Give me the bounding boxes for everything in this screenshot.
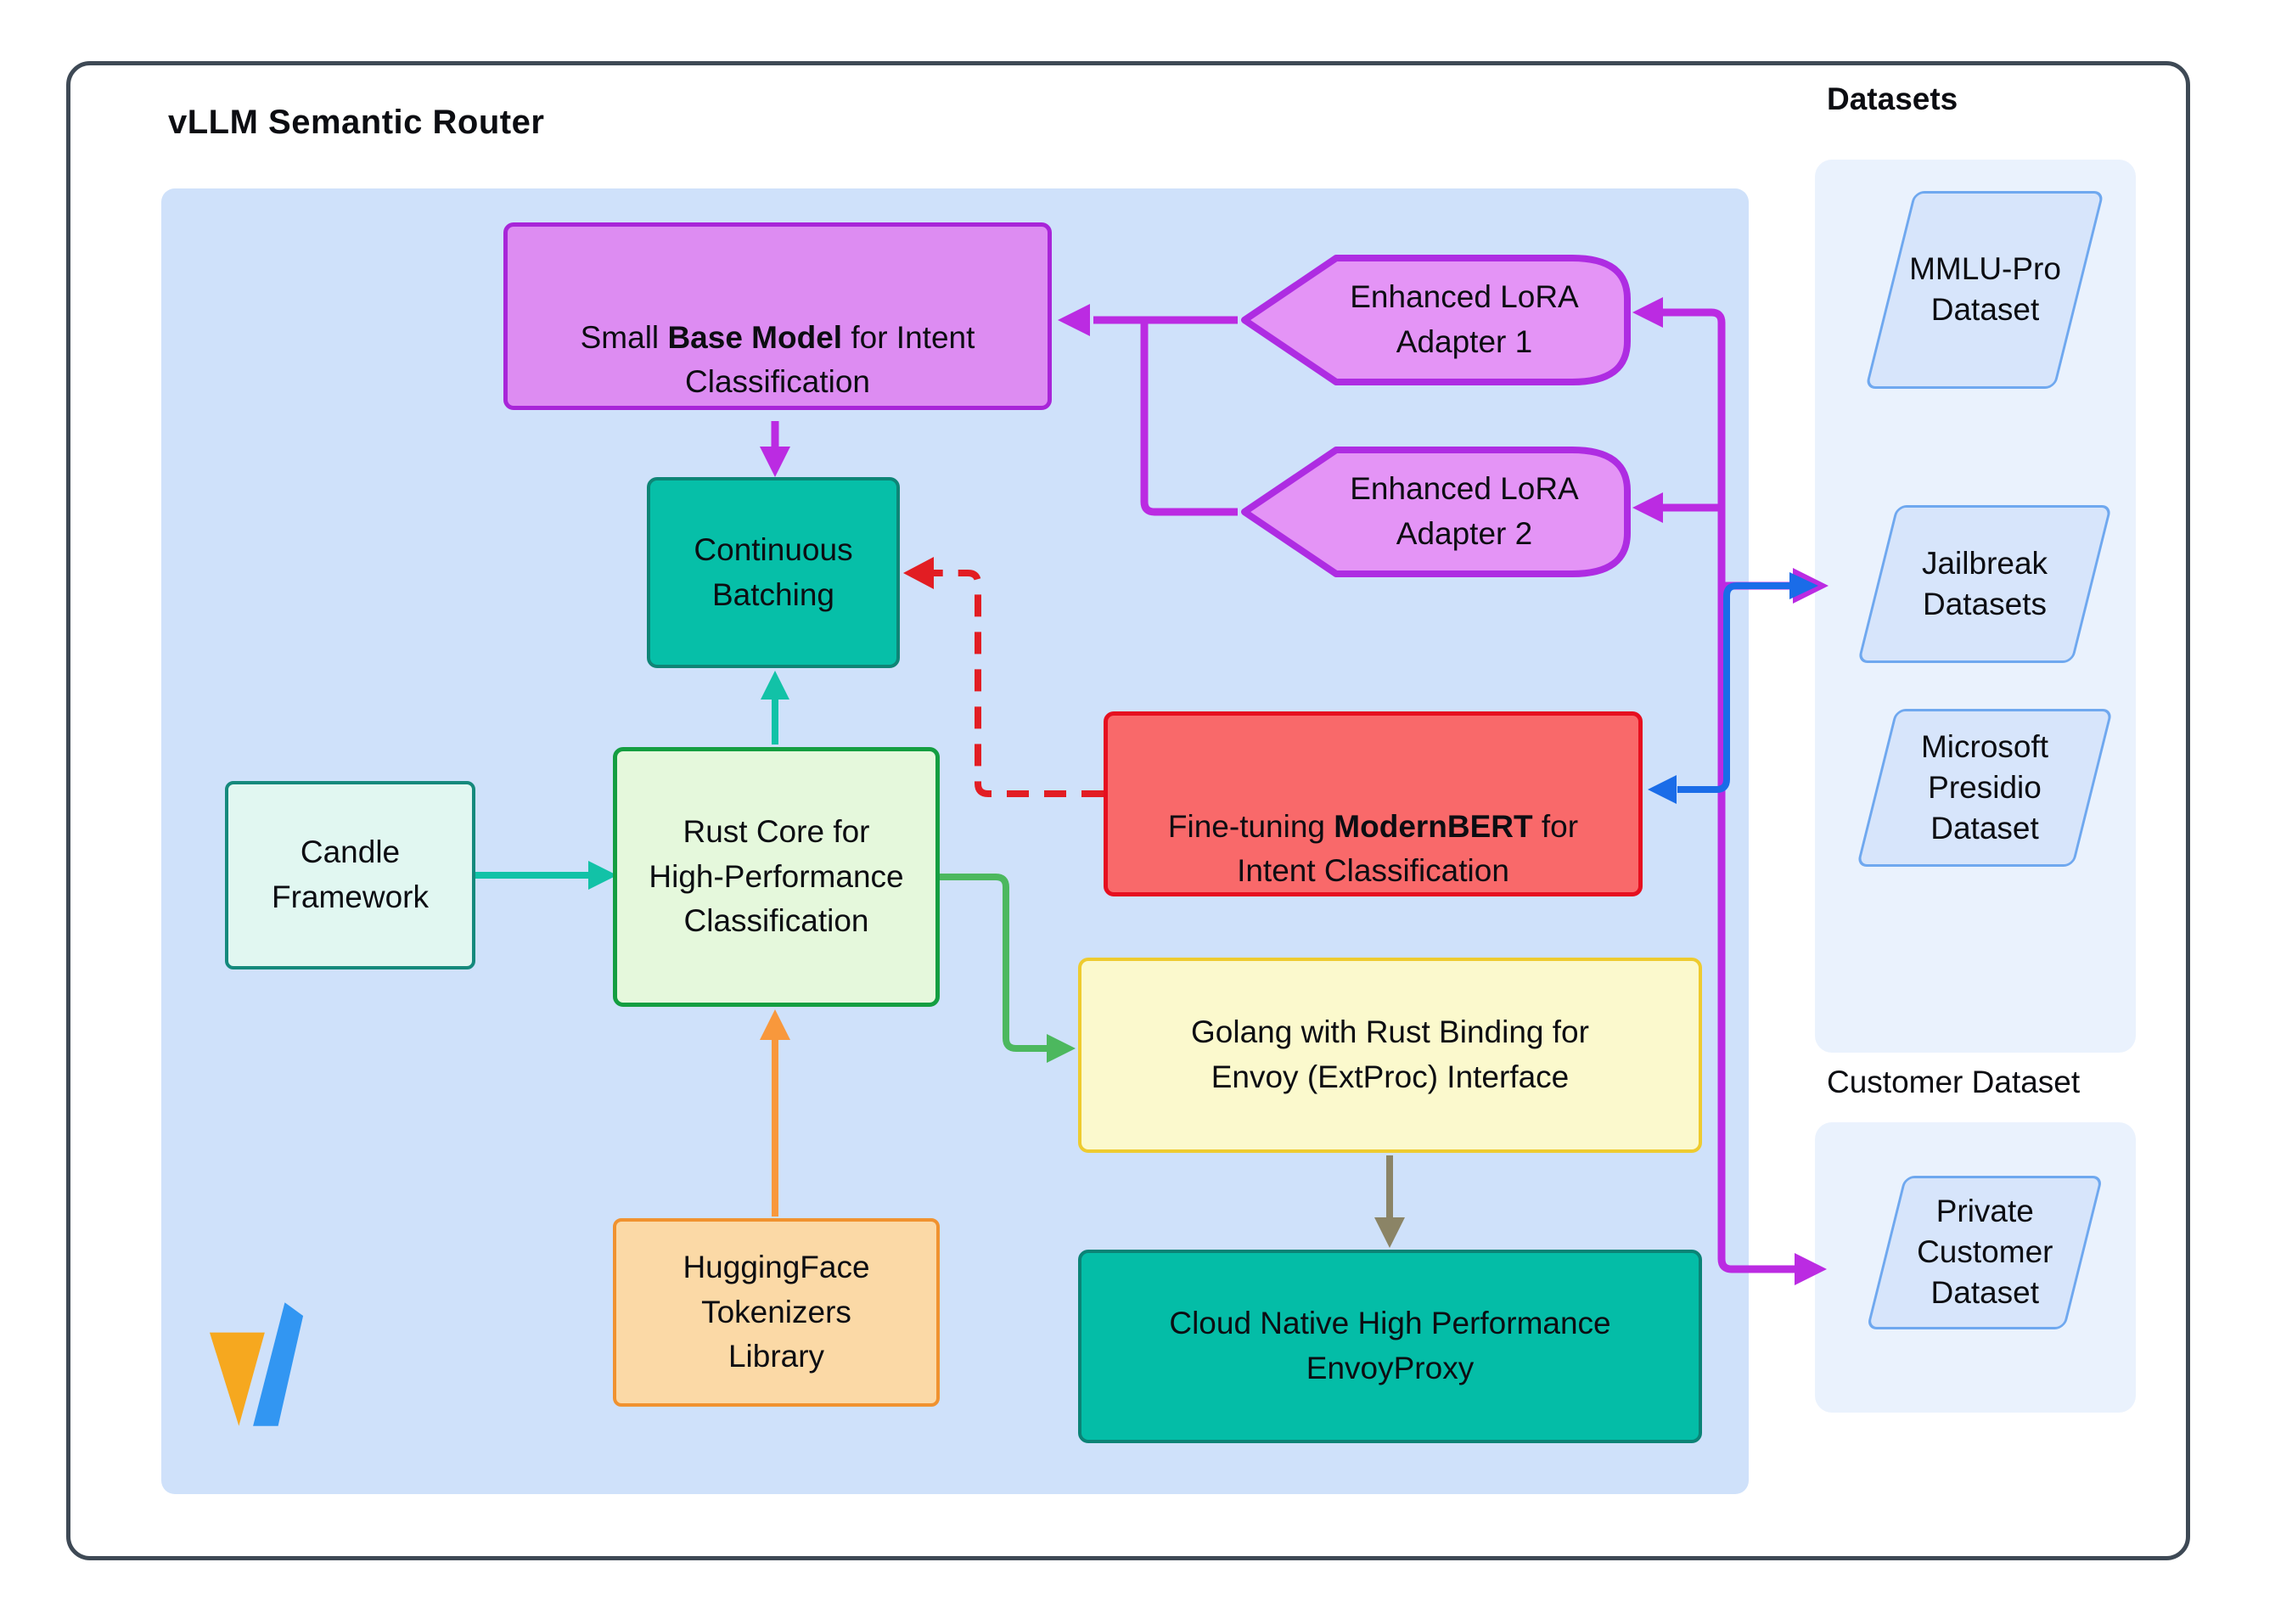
node-base-model: Small Base Model for Intent Classificati… <box>503 222 1052 410</box>
datasets-section-label: Datasets <box>1827 81 1958 116</box>
modernbert-text: Fine-tuning <box>1167 808 1334 844</box>
jailbreak-label: Jailbreak Datasets <box>1921 545 2048 621</box>
node-huggingface-tokenizers: HuggingFace Tokenizers Library <box>613 1218 940 1407</box>
modernbert-text-post: for Intent Classification <box>1237 808 1579 889</box>
node-modernbert: Fine-tuning ModernBERT for Intent Classi… <box>1104 711 1643 896</box>
node-candle-framework: Candle Framework <box>225 781 475 969</box>
node-jailbreak-datasets: Jailbreak Datasets <box>1857 505 2113 663</box>
private-customer-label: Private Customer Dataset <box>1916 1194 2053 1311</box>
mmlu-label: MMLU-Pro Dataset <box>1908 251 2061 328</box>
base-model-text-post: for Intent Classification <box>685 319 975 400</box>
node-continuous-batching: Continuous Batching <box>647 477 900 668</box>
node-microsoft-presidio-dataset: Microsoft Presidio Dataset <box>1856 709 2114 867</box>
node-private-customer-dataset: Private Customer Dataset <box>1866 1176 2104 1329</box>
page-title: vLLM Semantic Router <box>168 104 545 141</box>
vllm-logo-icon <box>209 1302 304 1426</box>
base-model-text: Small <box>580 319 668 355</box>
base-model-bold-text: Base Model <box>667 319 843 355</box>
node-envoyproxy: Cloud Native High Performance EnvoyProxy <box>1078 1250 1702 1443</box>
modernbert-bold-text: ModernBERT <box>1334 808 1533 844</box>
customer-section-label: Customer Dataset <box>1827 1065 2081 1099</box>
presidio-label: Microsoft Presidio Dataset <box>1920 728 2049 846</box>
node-lora-adapter-1: Enhanced LoRA Adapter 1 <box>1350 279 1579 359</box>
node-rust-core: Rust Core for High-Performance Classific… <box>613 747 940 1007</box>
node-golang-binding: Golang with Rust Binding for Envoy (ExtP… <box>1078 958 1702 1153</box>
node-lora-adapter-2: Enhanced LoRA Adapter 2 <box>1350 471 1579 551</box>
